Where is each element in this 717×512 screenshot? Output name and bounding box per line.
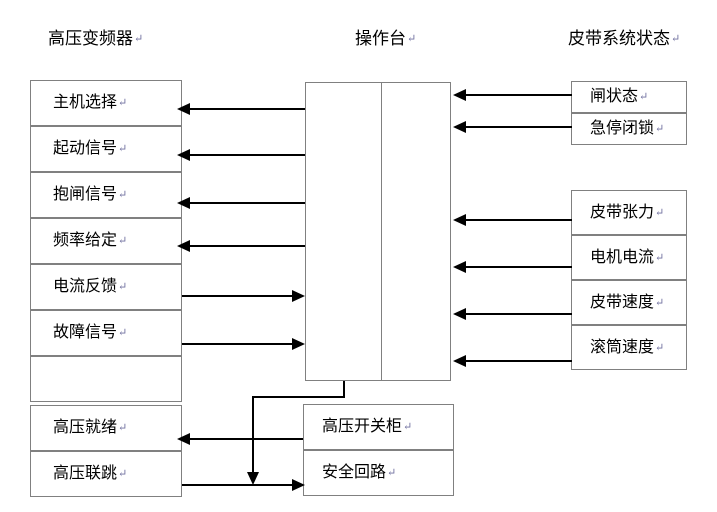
pilcrow-mark: ↵: [118, 468, 128, 480]
arrowhead-safety-circuit: [292, 479, 305, 491]
right-box-motor-current[interactable]: 电机电流↵: [571, 235, 687, 280]
connector-gate-status: [466, 94, 572, 96]
pilcrow-mark: ↵: [671, 33, 681, 45]
arrowhead-gate-status: [453, 89, 466, 101]
connector-belt-speed: [466, 313, 572, 315]
connector-motor-current: [466, 266, 572, 268]
operator-console[interactable]: [305, 82, 451, 381]
pilcrow-mark: ↵: [407, 33, 417, 45]
connector-drum-speed: [466, 360, 572, 362]
arrowhead-start-signal: [177, 149, 190, 161]
pilcrow-mark: ↵: [655, 206, 665, 219]
pilcrow-mark: ↵: [655, 123, 665, 135]
arrowhead-host-select: [177, 103, 190, 115]
box-label: 高压开关柜: [322, 418, 403, 435]
right-box-belt-tension[interactable]: 皮带张力↵: [571, 190, 687, 235]
left-box-fault-signal[interactable]: 故障信号↵: [30, 310, 182, 356]
box-label: 皮带张力: [590, 203, 655, 221]
pilcrow-mark: ↵: [134, 33, 144, 45]
box-label: 抱闸信号: [53, 186, 118, 203]
pilcrow-mark: ↵: [118, 143, 128, 155]
left-box-spacer: [30, 356, 182, 402]
connector-start-signal: [190, 154, 305, 156]
column-title-center: 操作台↵: [355, 29, 417, 48]
column-title-right: 皮带系统状态↵: [568, 29, 681, 48]
arrowhead-estop-lockout: [453, 121, 466, 133]
pilcrow-mark: ↵: [639, 91, 649, 103]
connector-console-drop: [343, 381, 345, 397]
box-label: 皮带速度: [590, 293, 655, 311]
left-box-current-feedback[interactable]: 电流反馈↵: [30, 264, 182, 310]
arrowhead-current-feedback: [292, 290, 305, 302]
connector-console-branch: [252, 396, 345, 398]
box-label: 高压联跳: [53, 465, 118, 482]
box-label: 故障信号: [53, 324, 118, 341]
pilcrow-mark: ↵: [655, 341, 665, 354]
right-box-belt-speed[interactable]: 皮带速度↵: [571, 280, 687, 325]
connector-estop-lockout: [466, 126, 572, 128]
box-label: 闸状态: [590, 88, 639, 105]
arrowhead-branch-down: [247, 472, 259, 485]
pilcrow-mark: ↵: [655, 251, 665, 264]
box-label: 高压就绪: [53, 419, 118, 436]
pilcrow-mark: ↵: [118, 281, 128, 293]
bottom-box-safety-circuit[interactable]: 安全回路↵: [303, 450, 454, 496]
pilcrow-mark: ↵: [118, 97, 128, 109]
bottom-box-hv-switchgear[interactable]: 高压开关柜↵: [303, 404, 454, 450]
arrowhead-fault-signal: [292, 338, 305, 350]
connector-frequency-setpoint: [190, 245, 305, 247]
connector-hv-ready: [190, 438, 303, 440]
box-label: 主机选择: [53, 94, 118, 111]
pilcrow-mark: ↵: [118, 422, 128, 434]
arrowhead-hv-ready: [177, 433, 190, 445]
arrowhead-belt-tension: [453, 214, 466, 226]
left-box-hv-interlock-trip[interactable]: 高压联跳↵: [30, 451, 182, 497]
box-label: 急停闭锁: [590, 120, 655, 137]
connector-branch-down: [252, 396, 254, 474]
pilcrow-mark: ↵: [118, 327, 128, 339]
left-box-frequency-setpoint[interactable]: 频率给定↵: [30, 218, 182, 264]
box-label: 起动信号: [53, 140, 118, 157]
pilcrow-mark: ↵: [403, 421, 413, 433]
box-label: 滚筒速度: [590, 338, 655, 356]
arrowhead-drum-speed: [453, 355, 466, 367]
left-box-host-select[interactable]: 主机选择↵: [30, 80, 182, 126]
connector-fault-signal: [182, 343, 292, 345]
box-label: 频率给定: [53, 232, 118, 249]
left-box-start-signal[interactable]: 起动信号↵: [30, 126, 182, 172]
arrowhead-brake-signal: [177, 197, 190, 209]
pilcrow-mark: ↵: [387, 467, 397, 479]
connector-safety-circuit: [182, 484, 292, 486]
connector-host-select: [190, 108, 305, 110]
box-label: 安全回路: [322, 464, 387, 481]
right-box-gate-status[interactable]: 闸状态↵: [571, 81, 687, 113]
connector-belt-tension: [466, 219, 572, 221]
right-box-estop-lockout[interactable]: 急停闭锁↵: [571, 113, 687, 145]
pilcrow-mark: ↵: [118, 189, 128, 201]
column-title-left: 高压变频器↵: [48, 29, 144, 48]
connector-current-feedback: [182, 295, 292, 297]
box-label: 电流反馈: [53, 278, 118, 295]
arrowhead-frequency-setpoint: [177, 240, 190, 252]
right-box-drum-speed[interactable]: 滚筒速度↵: [571, 325, 687, 370]
left-box-brake-signal[interactable]: 抱闸信号↵: [30, 172, 182, 218]
pilcrow-mark: ↵: [655, 296, 665, 309]
arrowhead-motor-current: [453, 261, 466, 273]
arrowhead-belt-speed: [453, 308, 466, 320]
connector-brake-signal: [190, 202, 305, 204]
box-label: 电机电流: [590, 248, 655, 266]
console-divider: [381, 83, 382, 380]
pilcrow-mark: ↵: [118, 235, 128, 247]
left-box-hv-ready[interactable]: 高压就绪↵: [30, 405, 182, 451]
